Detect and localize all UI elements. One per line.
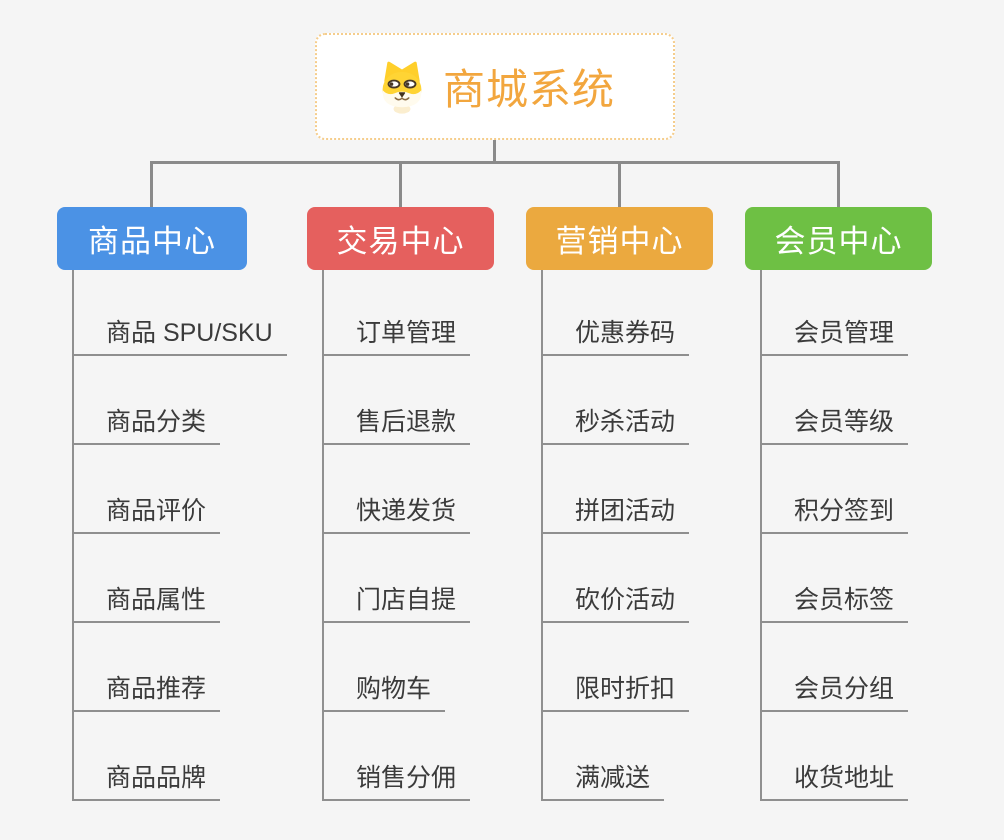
connector-line [150,161,153,207]
branch-node-trade-center[interactable]: 交易中心 [307,207,494,270]
connector-line [760,270,762,801]
dog-face-icon [382,61,422,114]
connector-line [541,270,543,801]
child-node[interactable]: 快递发货 [322,497,471,534]
branch-node-member-center[interactable]: 会员中心 [745,207,932,270]
child-node[interactable]: 会员等级 [760,408,909,445]
child-node[interactable]: 商品 SPU/SKU [72,319,287,356]
child-node[interactable]: 满减送 [541,764,665,801]
branch-label: 营销中心 [555,224,684,259]
child-node[interactable]: 积分签到 [760,497,909,534]
connector-line [837,161,840,207]
branch-label: 会员中心 [774,224,903,259]
connector-line [72,270,74,801]
child-node[interactable]: 购物车 [322,675,446,712]
connector-line [150,161,840,164]
connector-line [493,140,496,163]
child-node[interactable]: 售后退款 [322,408,471,445]
root-node-mall-system[interactable]: 商城系统 [315,33,675,140]
child-node[interactable]: 砍价活动 [541,586,690,623]
child-node[interactable]: 门店自提 [322,586,471,623]
root-label: 商城系统 [442,66,615,113]
child-node[interactable]: 秒杀活动 [541,408,690,445]
child-node[interactable]: 商品分类 [72,408,221,445]
child-node[interactable]: 收货地址 [760,764,909,801]
child-node[interactable]: 订单管理 [322,319,471,356]
connector-line [618,161,621,207]
branch-node-marketing-center[interactable]: 营销中心 [526,207,713,270]
child-node[interactable]: 拼团活动 [541,497,690,534]
child-node[interactable]: 商品推荐 [72,675,221,712]
child-node[interactable]: 商品品牌 [72,764,221,801]
branch-label: 交易中心 [336,224,465,259]
child-node[interactable]: 会员分组 [760,675,909,712]
child-node[interactable]: 会员标签 [760,586,909,623]
connector-line [322,270,324,801]
child-node[interactable]: 商品属性 [72,586,221,623]
child-node[interactable]: 会员管理 [760,319,909,356]
child-node[interactable]: 优惠券码 [541,319,690,356]
child-node[interactable]: 限时折扣 [541,675,690,712]
child-node[interactable]: 销售分佣 [322,764,471,801]
branch-node-product-center[interactable]: 商品中心 [57,207,247,270]
connector-line [399,161,402,207]
child-node[interactable]: 商品评价 [72,497,221,534]
branch-label: 商品中心 [88,224,216,259]
